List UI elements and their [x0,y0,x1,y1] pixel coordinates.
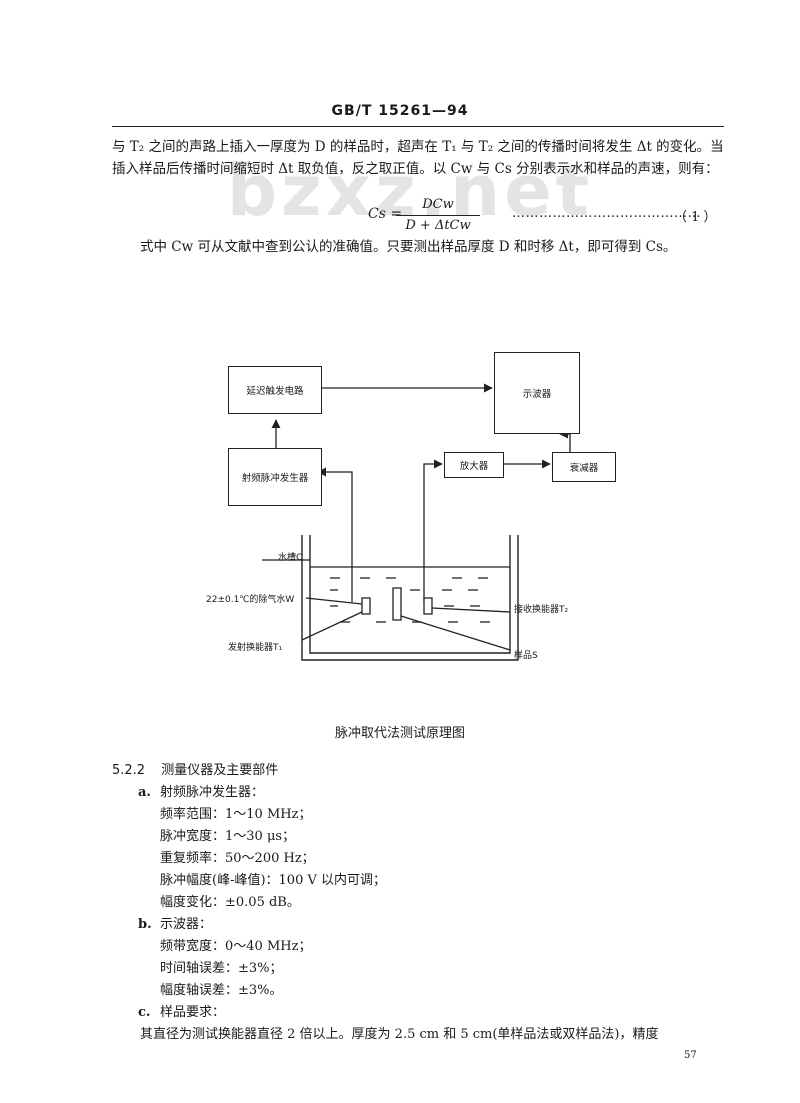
formula-fraction: DCw D + ΔtCw [396,196,480,235]
page-number: 57 [684,1050,697,1061]
attenuator-box: 衰减器 [552,452,616,482]
sample-s [392,587,402,621]
leader-sample [400,615,511,651]
intro-line-1: 与 T₂ 之间的声路上插入一厚度为 D 的样品时，超声在 T₁ 与 T₂ 之间的… [112,139,724,155]
list-item: 幅度变化：±0.05 dB。 [160,895,300,910]
leader-transmitter [301,611,363,641]
delay-trigger-circuit-box: 延迟触发电路 [228,366,322,414]
formula-leaders: …………………………………… [512,206,701,221]
list-item: 频带宽度：0～40 MHz； [160,939,312,954]
label-sample-s: 样品S [514,651,538,661]
rf-pulse-generator-box: 射频脉冲发生器 [228,448,322,506]
arrow-transmitter-to-generator [317,467,353,602]
explanation: 式中 Cw 可从文献中查到公认的准确值。只要测出样品厚度 D 和时移 Δt，即可… [140,239,677,255]
list-item: a.射频脉冲发生器： [138,785,265,800]
header-rule [112,126,724,127]
label-receiver-t2: 接收换能器T₂ [514,605,569,615]
formula-lhs: Cs = [368,206,403,222]
intro-line-2: 插入样品后传播时间缩短时 Δt 取负值，反之取正值。以 Cw 与 Cs 分别表示… [112,161,719,177]
final-line: 其直径为测试换能器直径 2 倍以上。厚度为 2.5 cm 和 5 cm(单样品法… [140,1027,659,1042]
standard-header: GB/T 15261—94 [331,103,469,119]
list-item: 脉冲幅度(峰-峰值)：100 V 以内可调； [160,873,387,888]
list-item: 脉冲宽度：1～30 μs； [160,829,296,844]
list-item: 频率范围：1～10 MHz； [160,807,312,822]
list-item: c.样品要求： [138,1005,226,1020]
water-dashes [330,577,490,623]
tank-inner [309,535,511,654]
arrow-attenuator-to-scope [559,429,571,452]
list-item: 时间轴误差：±3%； [160,961,283,976]
test-principle-diagram [262,383,571,661]
list-item: 重复频率：50～200 Hz； [160,851,315,866]
formula-denominator: D + ΔtCw [405,218,471,233]
receiver-t2 [423,597,433,615]
label-degassed-water-w: 22±0.1℃的除气水W [206,595,295,605]
fraction-bar [396,215,480,216]
formula-numerator: DCw [422,197,454,212]
label-tank-c: 水槽C [278,553,303,563]
watermark: bzxz.net [226,150,594,232]
section-title: 测量仪器及主要部件 [161,763,279,778]
leader-receiver [431,607,511,613]
section-heading: 5.2.2 测量仪器及主要部件 [112,760,278,782]
oscilloscope-box: 示波器 [494,352,580,434]
arrow-receiver-to-amplifier [423,459,443,602]
section-number: 5.2.2 [112,763,146,778]
list-item: 幅度轴误差：±3%。 [160,983,283,998]
leader-water [305,597,363,605]
label-transmitter-t1: 发射换能器T₁ [228,643,283,653]
tank-outer [301,535,519,661]
transmitter-t1 [361,597,371,615]
figure-caption: 脉冲取代法测试原理图 [334,726,465,741]
list-item: b.示波器： [138,917,213,932]
equation-number: （ 1 ） [674,210,717,225]
amplifier-box: 放大器 [444,452,504,478]
